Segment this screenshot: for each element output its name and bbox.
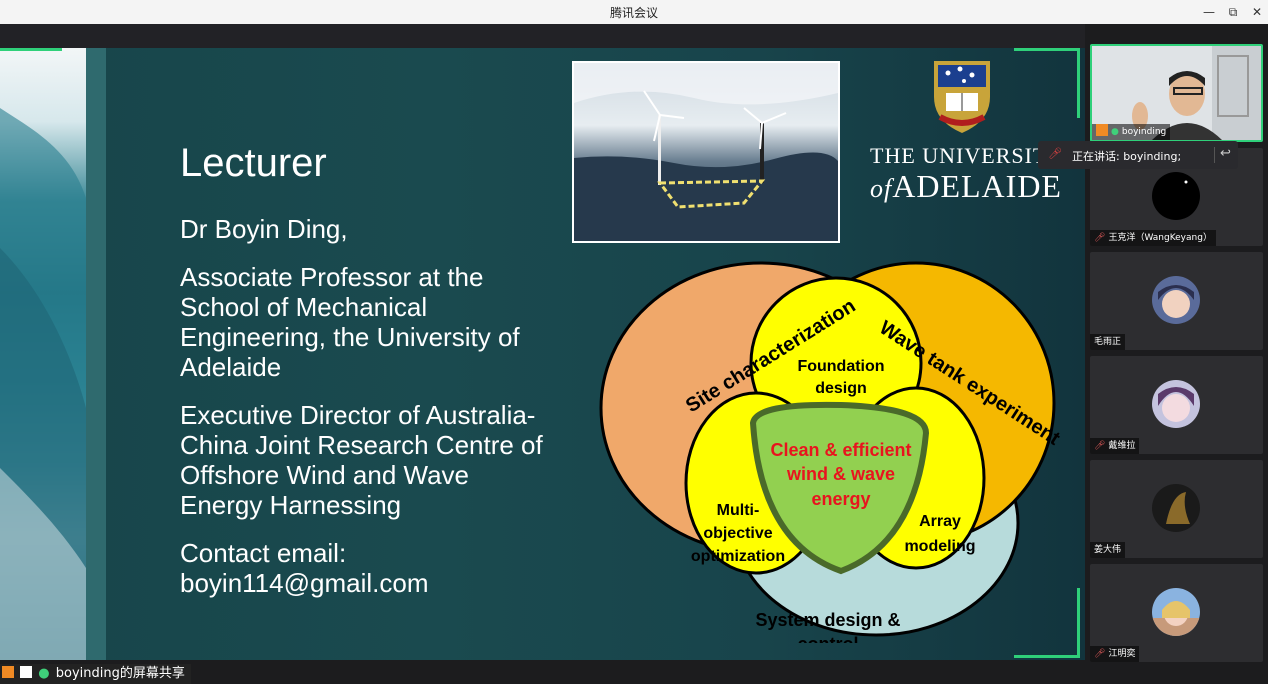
- shared-screen: Lecturer Dr Boyin Ding, Associate Profes…: [0, 48, 1085, 660]
- lecturer-role-1: Associate Professor at the School of Mec…: [180, 262, 520, 382]
- window-title: 腾讯会议: [609, 6, 658, 20]
- university-crest-icon: [934, 61, 990, 133]
- venn-label-center-2: wind & wave: [786, 464, 895, 484]
- participant-name: 毛雨正: [1090, 334, 1126, 350]
- offshore-turbine-image: [572, 61, 840, 243]
- avatar: [1152, 588, 1200, 636]
- share-frame-corner: [1077, 588, 1080, 658]
- participant-name-text: 戴维拉: [1108, 441, 1136, 451]
- top-toolbar-strip: [0, 24, 1085, 48]
- participant-name-text: 王克洋（WangKeyang）: [1108, 233, 1212, 243]
- venn-label-center-1: Clean & efficient: [770, 440, 911, 460]
- speaking-indicator: 🎤︎ 正在讲话: boyinding; ↩: [1038, 141, 1238, 169]
- person-icon: [2, 666, 14, 678]
- person-icon: [1096, 124, 1108, 136]
- participant-name: 🎤︎戴维拉: [1090, 438, 1140, 454]
- lecturer-role-2: Executive Director of Australia- China J…: [180, 400, 543, 520]
- venn-label-ro-2: modeling: [904, 538, 975, 555]
- venn-label-top-1: Foundation: [797, 358, 884, 375]
- close-button[interactable]: ✕: [1251, 5, 1263, 19]
- divider: [1214, 147, 1215, 163]
- mic-muted-icon: 🎤︎: [1048, 147, 1062, 160]
- research-venn-diagram: Site characterization Wave tank experime…: [599, 261, 1064, 643]
- venn-label-ro-1: Array: [919, 513, 961, 530]
- avatar-art: [1152, 601, 1200, 636]
- participant-tile[interactable]: 毛雨正: [1090, 252, 1263, 350]
- slide-stripe: [86, 48, 106, 660]
- participant-tile[interactable]: ●boyinding: [1090, 44, 1263, 142]
- mic-muted-icon: 🎤︎: [1094, 441, 1106, 451]
- screen-share-icon: [20, 666, 33, 678]
- participant-name: 姜大伟: [1090, 542, 1126, 558]
- wave-image: [0, 48, 86, 660]
- participants-panel: ●boyinding 🎤︎王克洋（WangKeyang） 毛雨正 🎤︎戴维拉 姜…: [1085, 24, 1268, 684]
- wave-art: [0, 108, 86, 660]
- university-adelaide: ADELAIDE: [892, 168, 1062, 204]
- lecturer-name: Dr Boyin Ding,: [180, 214, 348, 244]
- university-name-line2: ofADELAIDE: [870, 168, 1062, 205]
- venn-label-bottom-2: control: [798, 634, 859, 643]
- share-frame-corner: [1014, 48, 1080, 51]
- avatar-art: [1184, 180, 1188, 184]
- share-frame-corner: [1077, 48, 1080, 118]
- mic-on-icon: ●: [38, 666, 50, 681]
- participant-name-text: 毛雨正: [1094, 337, 1122, 347]
- avatar-art: [1166, 492, 1190, 524]
- university-name-line1: THE UNIVERSIT: [870, 143, 1048, 168]
- avatar-art: [1158, 285, 1194, 318]
- participant-tile[interactable]: 姜大伟: [1090, 460, 1263, 558]
- avatar: [1152, 380, 1200, 428]
- share-frame-corner: [1014, 655, 1080, 658]
- restore-button[interactable]: ⧉: [1228, 5, 1238, 19]
- participant-name: 🎤︎王克洋（WangKeyang）: [1090, 230, 1216, 246]
- participant-tile[interactable]: 🎤︎戴维拉: [1090, 356, 1263, 454]
- venn-label-lo-3: optimization: [691, 548, 785, 565]
- avatar: [1152, 276, 1200, 324]
- venn-label-top-2: design: [815, 380, 867, 397]
- slide-heading: Lecturer: [180, 141, 327, 185]
- mic-on-icon: ●: [1111, 127, 1119, 137]
- reply-icon[interactable]: ↩: [1220, 146, 1231, 161]
- participant-name-text: 姜大伟: [1094, 545, 1122, 555]
- venn-label-lo-1: Multi-: [717, 502, 760, 519]
- avatar: [1152, 484, 1200, 532]
- mic-muted-icon: 🎤︎: [1094, 649, 1106, 659]
- university-of: of: [870, 174, 893, 203]
- avatar: [1152, 172, 1200, 220]
- mic-muted-icon: 🎤︎: [1094, 233, 1106, 243]
- participant-name: ●boyinding: [1092, 124, 1171, 140]
- title-bar: 腾讯会议 — ⧉ ✕: [0, 0, 1268, 24]
- share-frame-corner: [0, 48, 62, 51]
- venn-label-bottom-1: System design &: [755, 610, 900, 630]
- venn-center: [749, 401, 930, 575]
- venn-label-center-3: energy: [811, 489, 870, 509]
- share-label: boyinding的屏幕共享: [55, 666, 185, 681]
- participant-name-text: boyinding: [1121, 127, 1167, 137]
- minimize-button[interactable]: —: [1203, 5, 1215, 19]
- participant-tile[interactable]: 🎤︎江明奕: [1090, 564, 1263, 662]
- screen-share-badge[interactable]: ● boyinding的屏幕共享: [0, 664, 191, 684]
- avatar-art: [1158, 387, 1194, 422]
- speaking-label: 正在讲话: boyinding;: [1072, 150, 1182, 163]
- participant-name-text: 江明奕: [1108, 649, 1136, 659]
- venn-label-lo-2: objective: [703, 525, 772, 542]
- lecturer-contact: Contact email: boyin114@gmail.com: [180, 538, 429, 598]
- participant-name: 🎤︎江明奕: [1090, 646, 1140, 662]
